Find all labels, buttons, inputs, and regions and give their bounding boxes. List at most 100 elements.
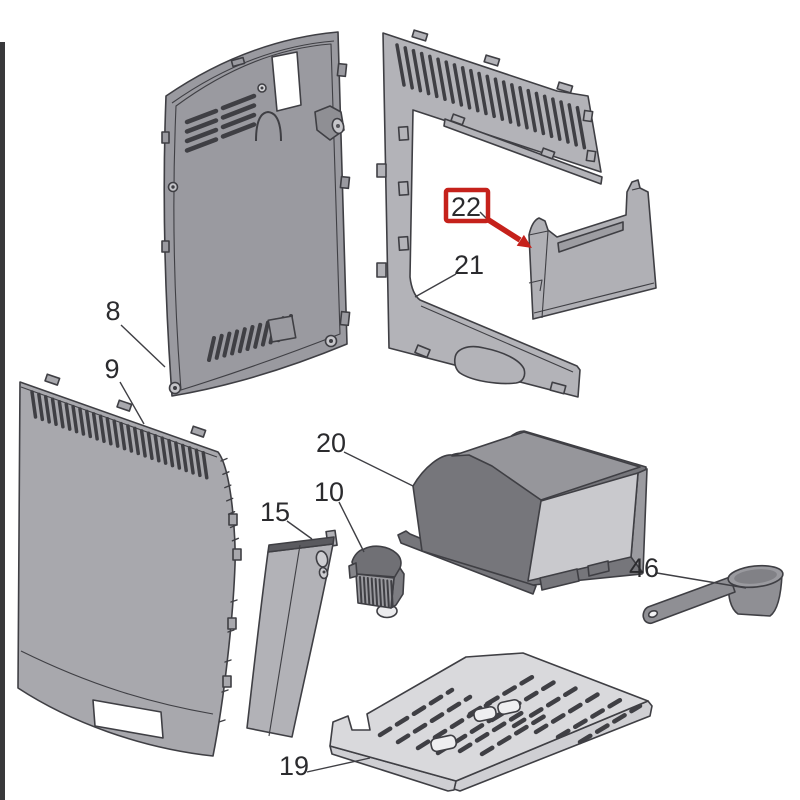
service-panel-body: [528, 179, 657, 320]
side-tab: [227, 617, 237, 630]
screw-dot: [260, 86, 264, 90]
part-15-pillar-cover: [246, 529, 338, 738]
vent-slat: [184, 137, 219, 153]
side-panel-body: [17, 381, 236, 757]
edge-hatching-lower: [218, 599, 238, 723]
rail-tab: [450, 113, 466, 126]
vent-slat: [444, 60, 455, 104]
band-tab: [549, 381, 567, 395]
hook-line: [631, 187, 641, 191]
vent-slat: [559, 100, 570, 144]
side-tab: [222, 675, 232, 688]
vent-slat: [139, 429, 147, 458]
callout-19: 19: [279, 751, 309, 781]
rail-tab: [540, 147, 556, 160]
keyhole-dot: [322, 570, 326, 574]
page-edge-bar: [0, 42, 5, 800]
rear-panel-window-cutout: [271, 51, 302, 112]
callout-15: 15: [260, 497, 290, 527]
screw-dot: [173, 386, 177, 390]
vent-slat: [184, 118, 219, 134]
band-tab: [414, 344, 431, 359]
vent-slat: [386, 579, 390, 608]
highlight-annotation-22: [443, 187, 532, 248]
mounting-tab: [161, 131, 170, 144]
vent-slat: [245, 325, 255, 351]
vent-slat: [222, 471, 230, 475]
vent-slat: [428, 54, 439, 99]
vent-slat: [452, 63, 464, 107]
vent-slat: [260, 320, 270, 347]
vent-slat: [390, 580, 394, 608]
pillar-body: [246, 543, 334, 738]
boss-dot: [336, 124, 340, 128]
scoop-handle: [642, 576, 736, 625]
vent-slat: [224, 484, 232, 489]
drawer-foot: [539, 568, 580, 591]
screw-dot: [171, 185, 175, 189]
leader-46: [656, 572, 747, 589]
highlight-box: [443, 187, 491, 224]
valve-top-block: [351, 545, 402, 578]
callout-8: 8: [105, 296, 120, 326]
vent-slat: [194, 448, 202, 478]
highlight-arrow-head: [516, 234, 532, 248]
vent-slat: [436, 57, 447, 101]
vent-slat: [469, 68, 480, 113]
vent-slat: [395, 43, 406, 87]
leader-20: [343, 451, 414, 487]
callout-labels: 8 9 21 22 20 10 15 46 19: [104, 192, 659, 781]
mounting-tab: [230, 56, 246, 68]
vent-slat: [180, 443, 188, 473]
vent-slat: [419, 51, 431, 96]
vent-slat: [153, 433, 161, 463]
vent-slat: [220, 122, 257, 139]
vent-slat: [382, 579, 386, 607]
vent-slat: [224, 659, 232, 663]
vent-slat: [105, 416, 113, 446]
vent-slat: [201, 451, 209, 480]
spine-tab: [397, 180, 410, 197]
part-22-service-panel: [528, 179, 657, 320]
edge-notch-tab: [376, 262, 387, 278]
plate-hole: [473, 705, 497, 723]
callout-46: 46: [629, 553, 659, 583]
callout-leader-lines: [119, 211, 747, 773]
vent-slat: [366, 577, 371, 605]
plate-hole: [430, 734, 458, 753]
vent-slat: [403, 46, 414, 90]
vent-slat: [477, 71, 488, 116]
vent-slat: [184, 127, 219, 144]
recess-groove: [557, 221, 624, 253]
vent-slat: [230, 329, 240, 356]
vent-slat: [237, 327, 247, 354]
valve-grille-ribs: [359, 576, 394, 608]
leader-8: [120, 324, 166, 368]
leader-15: [286, 520, 313, 540]
vent-slat: [534, 91, 546, 136]
vent-slat: [174, 441, 182, 470]
highlight-arrow-shaft: [485, 216, 522, 243]
side-tab: [582, 109, 594, 123]
side-tab: [228, 513, 238, 526]
vent-slat: [485, 74, 496, 119]
vent-slat: [551, 97, 562, 141]
vent-slat: [362, 576, 367, 605]
vent-slat: [37, 392, 45, 422]
drawer-front-panel: [527, 472, 639, 582]
post-cap-line: [528, 230, 549, 236]
vent-slat: [64, 402, 72, 431]
vent-slat: [167, 438, 175, 468]
vent-slat: [207, 336, 216, 362]
vent-slat: [493, 77, 505, 121]
vent-slat: [222, 331, 232, 358]
vent-slat: [221, 689, 229, 693]
spine-tab: [397, 125, 410, 142]
arch-detail: [255, 110, 282, 142]
vent-slat: [220, 103, 257, 120]
vent-slat: [374, 578, 379, 606]
vent-slat: [30, 390, 38, 419]
spine-tab: [397, 235, 410, 252]
